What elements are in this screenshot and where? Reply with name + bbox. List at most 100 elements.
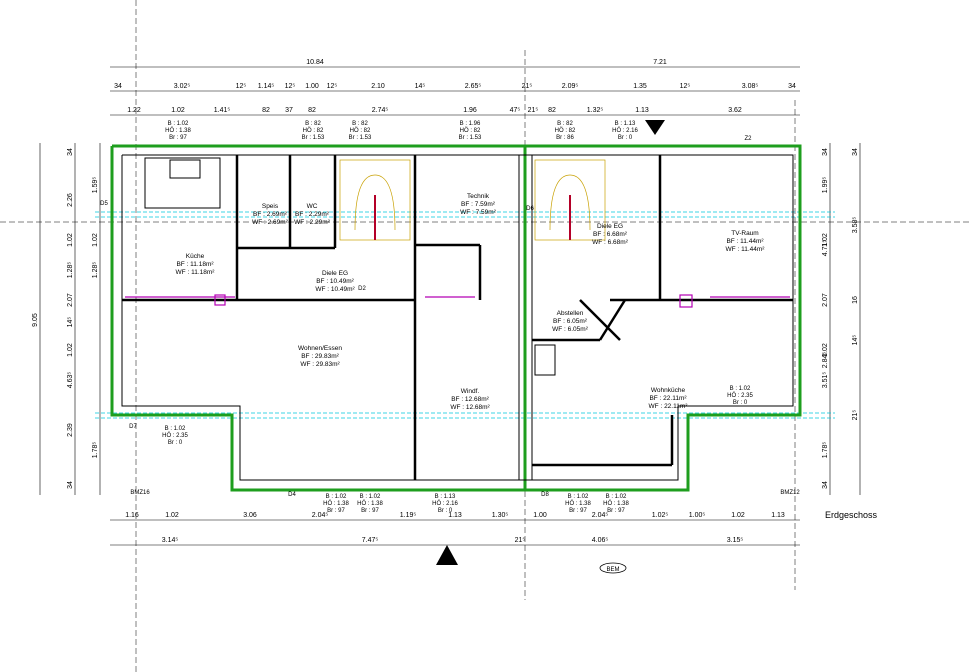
room-living-area: WF : 12.68m² [450, 404, 490, 411]
opening-width: B : 1.02 [606, 494, 627, 500]
dimension-label: 10.84 [306, 59, 324, 66]
dimension-label: 1.14⁵ [258, 83, 275, 90]
dimension-label: 2.84⁵ [822, 352, 829, 369]
opening-sill: Br : 1.53 [349, 135, 372, 141]
room-living-area: WF : 11.18m² [176, 269, 216, 276]
dimension-label: 16 [852, 296, 859, 304]
dimension-label: 1.41⁵ [214, 107, 231, 114]
room-floor-area: BF : 22.11m² [649, 395, 687, 402]
opening-sill: Br : 97 [327, 508, 345, 514]
staircases [339, 159, 606, 241]
opening-sill: Br : 97 [569, 508, 587, 514]
room-name: Windf. [461, 388, 480, 395]
opening-width: B : 1.13 [435, 494, 456, 500]
interior-walls [122, 155, 793, 480]
dimension-label: 21⁵ [528, 107, 539, 114]
dimension-label: 4.63⁵ [67, 372, 74, 389]
door-marker-label: D4 [288, 492, 296, 498]
room-name: TV-Raum [731, 230, 758, 237]
dimension-label: 1.13 [448, 512, 462, 519]
dimension-label: 34 [852, 148, 859, 156]
dimension-label: 1.02⁵ [652, 512, 669, 519]
dimension-label: 7.21 [653, 59, 667, 66]
opening-height: HÖ : 82 [555, 127, 576, 134]
dimension-label: 14⁵ [852, 335, 859, 346]
bottom-triangle-marker [436, 545, 458, 565]
opening-width: B : 82 [557, 121, 573, 127]
dimension-label: 12⁵ [285, 83, 296, 90]
dimension-label: 34 [67, 148, 74, 156]
opening-width: B : 1.02 [326, 494, 347, 500]
dimension-label: 34 [822, 481, 829, 489]
dimension-label: 3.06 [243, 512, 257, 519]
opening-height: HÖ : 1.38 [603, 500, 629, 507]
room-living-area: WF : 11.44m² [726, 246, 766, 253]
dimension-label: 2.07 [67, 293, 74, 307]
dimension-label: 34 [788, 83, 796, 90]
dimension-label: 34 [67, 481, 74, 489]
opening-sill: Br : 97 [169, 135, 187, 141]
wall-inner-lines [121, 154, 794, 481]
dimension-label: 12⁵ [327, 83, 338, 90]
dimension-label: 14⁵ [415, 83, 426, 90]
opening-width: B : 82 [352, 121, 368, 127]
plan-title: Erdgeschoss [825, 510, 878, 520]
room-floor-area: BF : 12.68m² [451, 396, 489, 403]
stair-handrails [374, 195, 571, 240]
opening-sill: Br : 1.53 [302, 135, 325, 141]
scale-badge-label: BEM [606, 567, 619, 573]
opening-width: B : 1.02 [168, 121, 189, 127]
door-marker-label: D5 [100, 201, 108, 207]
opening-width: B : 1.02 [568, 494, 589, 500]
dimension-label: 1.00 [533, 512, 547, 519]
dimension-label: 34 [822, 148, 829, 156]
room-living-area: WF : 29.83m² [300, 361, 340, 368]
room-name: WC [307, 203, 318, 210]
room-name: Küche [186, 253, 205, 260]
opening-height: HÖ : 82 [350, 127, 371, 134]
opening-height: HÖ : 2.35 [727, 392, 753, 399]
dimension-label: 1.00⁵ [689, 512, 706, 519]
opening-sill: Br : 97 [607, 508, 625, 514]
dimension-label: 3.02⁵ [174, 83, 191, 90]
dimension-label: 37 [285, 107, 293, 114]
room-living-area: WF : 2.29m² [294, 219, 331, 226]
dimension-label: 21⁵ [852, 410, 859, 421]
room-name: Technik [467, 193, 490, 200]
opening-width: B : 1.02 [730, 386, 751, 392]
dimension-label: 1.02 [67, 233, 74, 247]
dimension-label: 21⁵ [515, 537, 526, 544]
benchmark-label: BMZ16 [130, 490, 150, 496]
dimension-label: 1.02 [171, 107, 185, 114]
room-name: Abstellen [557, 310, 584, 317]
dimension-label: 82 [308, 107, 316, 114]
door-marker-label: D8 [541, 492, 549, 498]
dimension-label: 1.02 [822, 343, 829, 357]
dimension-label: 47⁵ [510, 107, 521, 114]
dimension-label: 2.39 [67, 423, 74, 437]
dimension-label: 1.02 [67, 343, 74, 357]
opening-width: B : 1.02 [360, 494, 381, 500]
room-living-area: WF : 6.05m² [552, 326, 589, 333]
dimension-label: 1.78⁵ [822, 442, 829, 459]
elevation-markers [436, 120, 665, 565]
dimension-label: 4.71⁵ [822, 240, 829, 257]
dimension-label: 1.28⁵ [67, 262, 74, 279]
outer-walls [110, 144, 802, 492]
dimension-label: 12⁵ [680, 83, 691, 90]
room-floor-area: BF : 11.18m² [176, 261, 214, 268]
dimension-label: 1.35 [633, 83, 647, 90]
room-floor-area: BF : 10.49m² [316, 278, 354, 285]
benchmark-label: BMZ12 [780, 490, 800, 496]
dimension-label: 4.06⁵ [592, 537, 609, 544]
dimension-label: 3.58⁵ [852, 217, 859, 234]
room-name: Wohnküche [651, 387, 686, 394]
dimension-label: 12⁵ [236, 83, 247, 90]
opening-height: HÖ : 82 [460, 127, 481, 134]
dimension-label: 1.59⁵ [92, 177, 99, 194]
dimension-label: 1.30⁵ [492, 512, 509, 519]
